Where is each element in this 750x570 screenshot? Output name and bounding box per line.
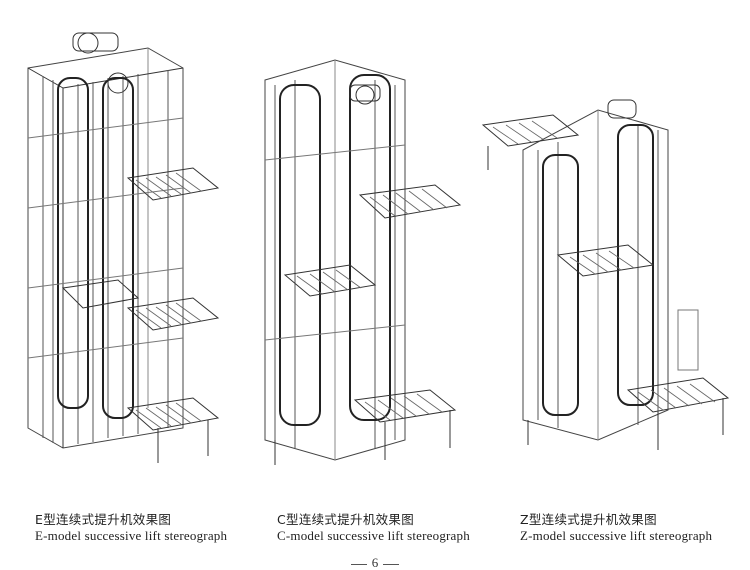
caption-z-cn: Z型连续式提升机效果图 xyxy=(520,512,657,527)
caption-c-en: C-model successive lift stereograph xyxy=(277,528,470,543)
caption-e-model: E型连续式提升机效果图 E-model successive lift ster… xyxy=(35,512,227,544)
page-number: 6 xyxy=(0,556,750,569)
page-number-dash-left xyxy=(350,563,367,565)
caption-z-model: Z型连续式提升机效果图 Z-model successive lift ster… xyxy=(520,512,712,544)
z-model-lift-illustration xyxy=(478,80,740,460)
caption-z-en: Z-model successive lift stereograph xyxy=(520,528,713,543)
caption-e-cn: E型连续式提升机效果图 xyxy=(35,512,172,527)
page-number-dash-right xyxy=(383,563,400,565)
caption-e-en: E-model successive lift stereograph xyxy=(35,528,228,543)
e-model-lift-illustration xyxy=(18,8,240,478)
caption-c-model: C型连续式提升机效果图 C-model successive lift ster… xyxy=(277,512,470,544)
page-number-value: 6 xyxy=(371,555,379,570)
caption-c-cn: C型连续式提升机效果图 xyxy=(277,512,415,527)
c-model-lift-illustration xyxy=(255,40,480,480)
